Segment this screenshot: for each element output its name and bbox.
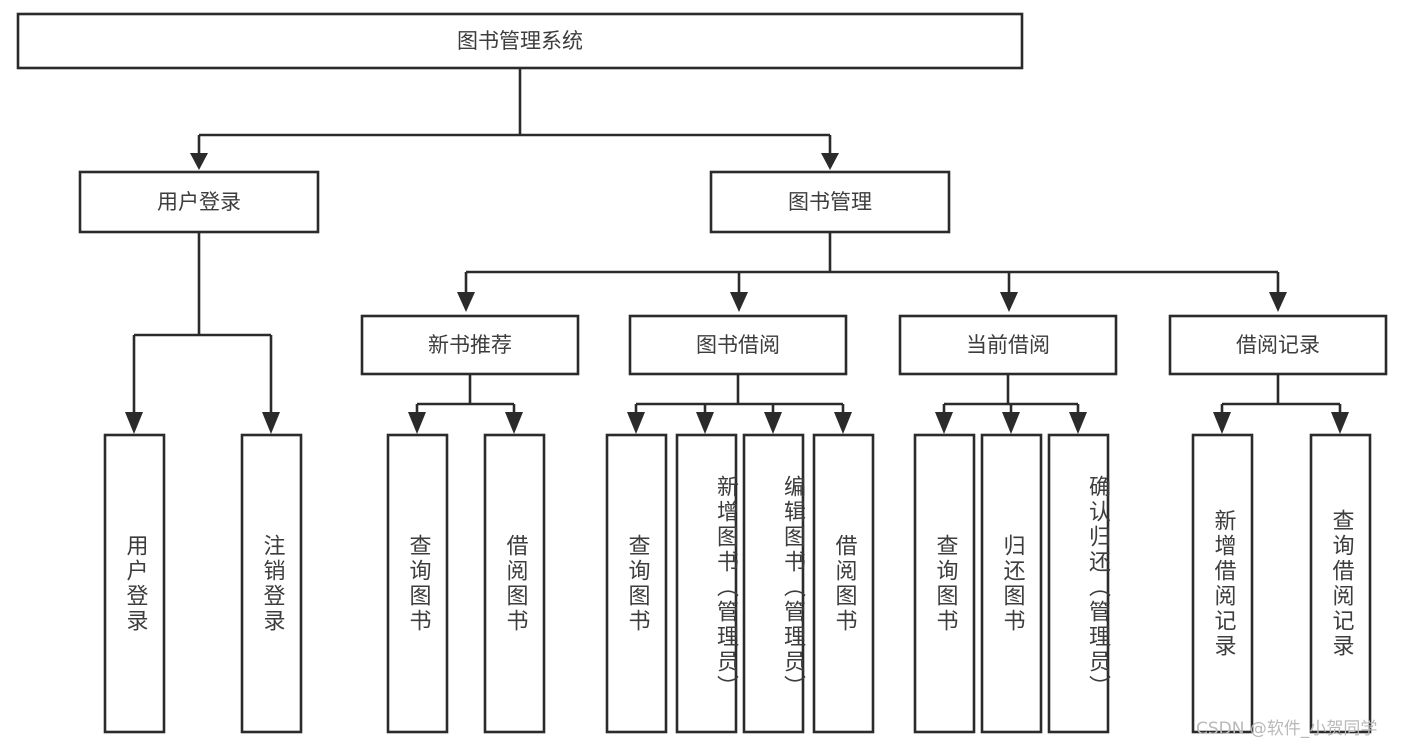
node-root-box bbox=[16, 12, 1024, 70]
arrowhead-leaf-book-borrow-2 bbox=[696, 412, 714, 434]
node-book-manage-box bbox=[709, 170, 951, 234]
leaf-box-new-book-2[interactable] bbox=[483, 433, 546, 734]
arrowhead-leaf-borrow-record-1 bbox=[1213, 412, 1231, 434]
node-root[interactable]: 图书管理系统 bbox=[16, 12, 1024, 70]
arrowhead-leaf-current-borrow-2 bbox=[1002, 412, 1020, 434]
node-new-book-recommend-label: 新书推荐 bbox=[428, 333, 512, 357]
leaf-box-borrow-record-1[interactable] bbox=[1191, 433, 1254, 734]
node-current-borrow-label: 当前借阅 bbox=[966, 333, 1050, 357]
arrowhead-book-borrow bbox=[730, 292, 748, 312]
node-book-borrow[interactable]: 图书借阅 bbox=[628, 314, 848, 376]
leaf-box-book-borrow-1[interactable] bbox=[605, 433, 668, 734]
arrowhead-leaf-user-login-1 bbox=[125, 412, 143, 434]
leaf-box-book-borrow-2[interactable] bbox=[675, 433, 738, 734]
node-book-borrow-box bbox=[628, 314, 848, 376]
arrowhead-current-borrow bbox=[1000, 292, 1018, 312]
node-user-login[interactable]: 用户登录 bbox=[78, 170, 320, 234]
arrowhead-leaf-new-book-1 bbox=[408, 412, 426, 434]
leaf-box-current-borrow-1[interactable] bbox=[913, 433, 976, 734]
node-current-borrow-box bbox=[898, 314, 1118, 376]
arrowhead-borrow-record bbox=[1269, 292, 1287, 312]
node-book-borrow-label: 图书借阅 bbox=[696, 333, 780, 357]
arrowhead-new-book bbox=[457, 292, 475, 312]
leaf-box-user-login-2[interactable] bbox=[240, 433, 303, 734]
node-root-label: 图书管理系统 bbox=[457, 29, 583, 53]
node-borrow-record-label: 借阅记录 bbox=[1236, 333, 1320, 357]
node-new-book-recommend-box bbox=[360, 314, 580, 376]
node-user-login-label: 用户登录 bbox=[157, 190, 241, 214]
leaf-box-new-book-1[interactable] bbox=[386, 433, 449, 734]
arrowhead-leaf-new-book-2 bbox=[505, 412, 523, 434]
leaf-box-current-borrow-3[interactable] bbox=[1047, 433, 1110, 734]
node-borrow-record[interactable]: 借阅记录 bbox=[1168, 314, 1388, 376]
arrowhead-book-manage bbox=[821, 153, 839, 170]
arrowhead-leaf-user-login-2 bbox=[262, 412, 280, 434]
leaf-box-current-borrow-2[interactable] bbox=[980, 433, 1043, 734]
arrowhead-leaf-book-borrow-1 bbox=[627, 412, 645, 434]
leaf-box-book-borrow-4[interactable] bbox=[812, 433, 875, 734]
arrowhead-leaf-book-borrow-4 bbox=[834, 412, 852, 434]
node-new-book-recommend[interactable]: 新书推荐 bbox=[360, 314, 580, 376]
node-borrow-record-box bbox=[1168, 314, 1388, 376]
arrowhead-leaf-book-borrow-3 bbox=[764, 412, 782, 434]
arrowhead-leaf-current-borrow-3 bbox=[1069, 412, 1087, 434]
leaf-box-book-borrow-3[interactable] bbox=[742, 433, 805, 734]
arrowhead-leaf-borrow-record-2 bbox=[1331, 412, 1349, 434]
leaf-box-user-login-1[interactable] bbox=[103, 433, 166, 734]
arrowhead-user-login bbox=[190, 153, 208, 170]
leaf-box-borrow-record-2[interactable] bbox=[1309, 433, 1372, 734]
node-book-manage[interactable]: 图书管理 bbox=[709, 170, 951, 234]
csdn-watermark: CSDN @软件_小贺同学 bbox=[1196, 719, 1378, 739]
node-book-manage-label: 图书管理 bbox=[788, 190, 872, 214]
arrowhead-leaf-current-borrow-1 bbox=[935, 412, 953, 434]
node-current-borrow[interactable]: 当前借阅 bbox=[898, 314, 1118, 376]
